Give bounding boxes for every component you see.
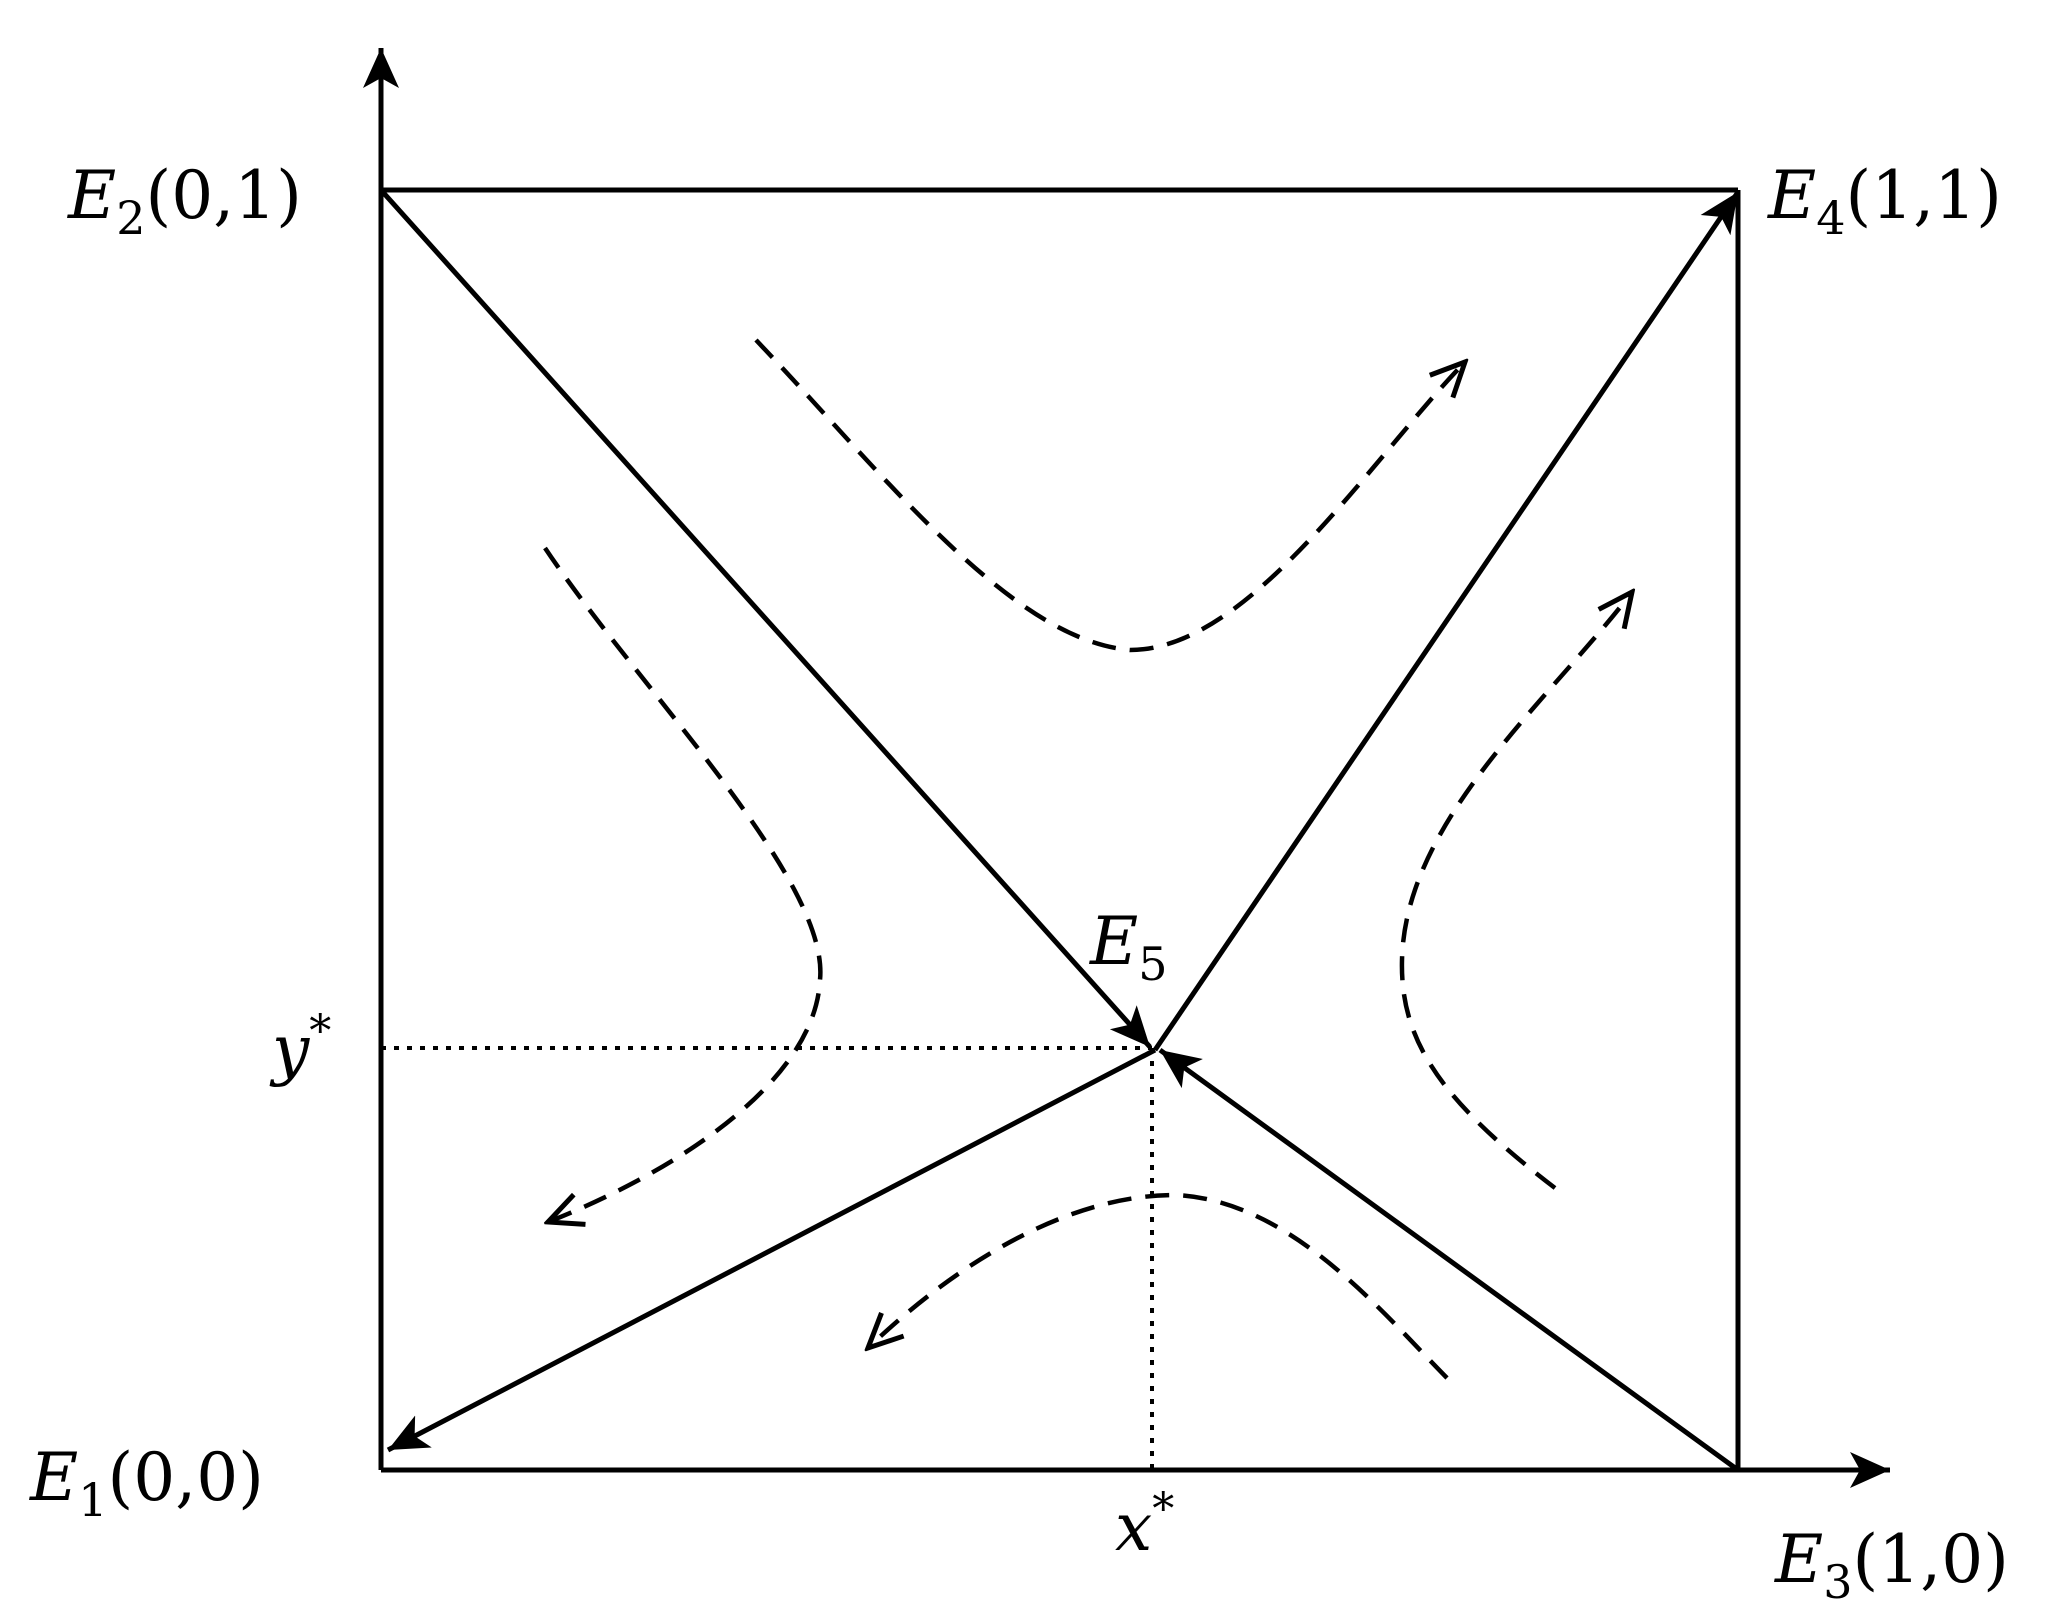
label-e3: E3(1,0) [1774, 1521, 2009, 1609]
label-x-star: x* [1115, 1484, 1174, 1566]
trajectory-e2-to-e5 [379, 188, 1152, 1049]
flow-curve-bottom [868, 1192, 1449, 1380]
trajectory-e5-to-e4 [1152, 190, 1741, 1052]
label-y-star: y* [269, 1006, 331, 1088]
label-e5: E5 [1089, 903, 1167, 991]
trajectory-e5-to-e1 [386, 1047, 1157, 1453]
flow-curve-top [754, 338, 1465, 653]
label-e1: E1(0,0) [29, 1439, 264, 1527]
flow-curve-right [1399, 592, 1632, 1190]
label-e4: E4(1,1) [1767, 157, 2002, 245]
label-e2: E2(0,1) [67, 157, 302, 245]
trajectory-e3-to-e5 [1158, 1047, 1740, 1473]
flow-curve-left [545, 546, 823, 1222]
